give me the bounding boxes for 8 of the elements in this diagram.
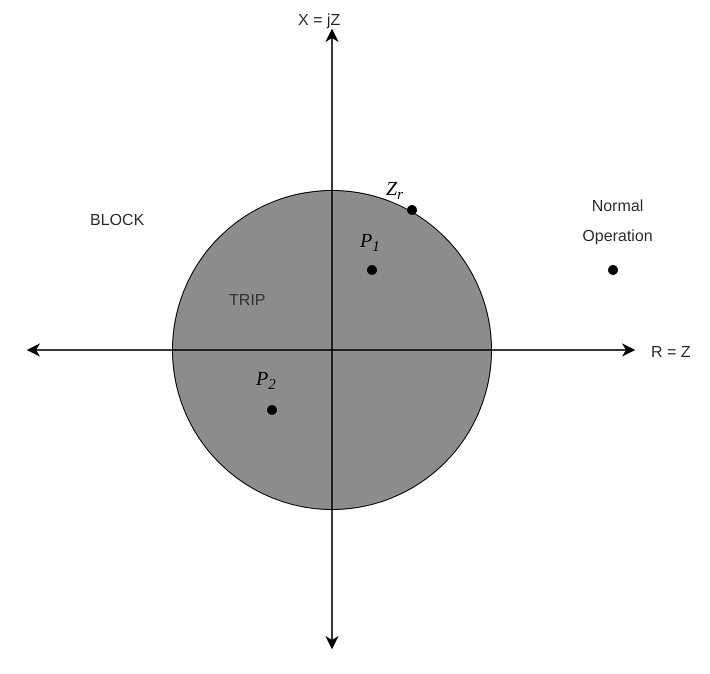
text-label: BLOCK <box>90 211 146 231</box>
text-label: Normal Operation <box>581 197 654 247</box>
region-label: TRIP <box>229 291 266 311</box>
point-label: P$_{2}$ <box>256 367 277 394</box>
point-label: P$_{1}$ <box>360 229 381 256</box>
text-label: R = Z <box>651 343 692 363</box>
text-label: X = jZ <box>298 11 342 31</box>
point-label: Z$_{r}$ <box>386 177 404 204</box>
